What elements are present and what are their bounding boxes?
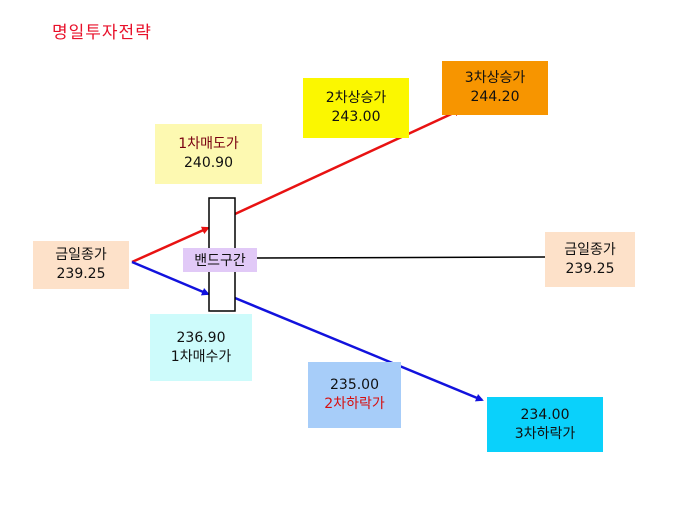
close-left-label: 금일종가 bbox=[55, 247, 107, 263]
close-right-label: 금일종가 bbox=[564, 241, 616, 258]
flat-line bbox=[256, 256, 546, 259]
sell1-box: 1차매도가 240.90 bbox=[155, 124, 262, 184]
close-right-value: 239.25 bbox=[565, 260, 615, 277]
close-right-box: 금일종가 239.25 bbox=[545, 232, 635, 287]
fall2-value: 235.00 bbox=[330, 377, 379, 393]
sell1-value: 240.90 bbox=[184, 155, 233, 171]
rise2-box: 2차상승가 243.00 bbox=[303, 78, 409, 138]
band-label: 밴드구간 bbox=[183, 248, 257, 272]
rise2-label: 2차상승가 bbox=[325, 90, 387, 106]
close-left-box: 금일종가 239.25 bbox=[33, 241, 129, 289]
page-title: 명일투자전략 bbox=[52, 23, 152, 43]
down-arrow-short bbox=[131, 260, 210, 296]
fall3-label: 3차하락가 bbox=[514, 425, 576, 442]
rise3-value: 244.20 bbox=[470, 89, 520, 105]
rise3-label: 3차상승가 bbox=[464, 70, 526, 86]
rise2-value: 243.00 bbox=[331, 109, 381, 125]
buy1-label: 1차매수가 bbox=[170, 348, 232, 365]
close-left-value: 239.25 bbox=[56, 266, 106, 282]
buy1-box: 236.90 1차매수가 bbox=[150, 314, 252, 381]
buy1-value: 236.90 bbox=[176, 329, 226, 346]
down-line-long bbox=[234, 296, 484, 402]
sell1-label: 1차매도가 bbox=[178, 136, 239, 152]
up-line-long bbox=[234, 108, 462, 216]
up-arrow-short bbox=[131, 226, 210, 264]
rise3-box: 3차상승가 244.20 bbox=[442, 61, 548, 115]
fall3-box: 234.00 3차하락가 bbox=[487, 397, 603, 452]
fall3-value: 234.00 bbox=[520, 406, 570, 423]
fall2-label: 2차하락가 bbox=[324, 396, 385, 412]
fall2-box: 235.00 2차하락가 bbox=[308, 362, 401, 428]
